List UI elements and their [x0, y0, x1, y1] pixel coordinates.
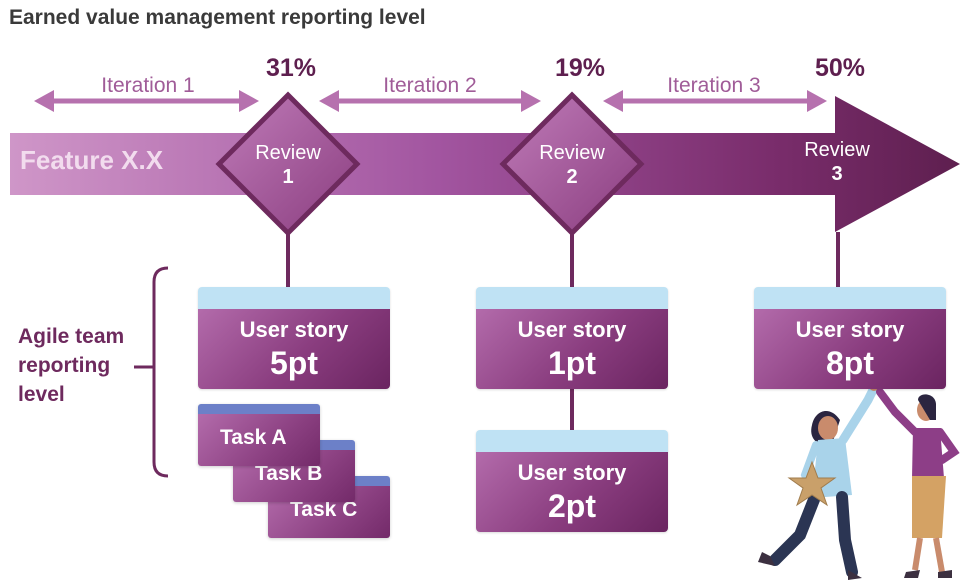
review-1-percentage: 31%	[265, 54, 317, 82]
user-story-1-points: 5pt	[270, 345, 318, 381]
review-diamond-2	[499, 91, 645, 237]
review-1-title: Review	[255, 142, 321, 164]
iteration-arrow-3	[603, 90, 827, 112]
review-3-number: 3	[831, 163, 843, 185]
iteration-1-label: Iteration 1	[101, 74, 195, 97]
user-story-4-label: User story	[517, 460, 627, 485]
agile-label-line-1: Agile team	[18, 325, 125, 348]
agile-team-level-label: Agile team reporting level	[18, 322, 124, 409]
agile-label-line-2: reporting	[18, 354, 111, 377]
user-story-2-label: User story	[517, 317, 627, 342]
review-1-label: Review 1	[228, 141, 348, 189]
celebrating-people-illustration	[758, 381, 960, 580]
review-3-label: Review 3	[777, 138, 897, 186]
feature-label: Feature X.X	[20, 145, 164, 175]
task-a-label: Task A	[198, 414, 320, 466]
review-2-label: Review 2	[512, 141, 632, 189]
iteration-3-label: Iteration 3	[667, 74, 761, 97]
review-1-number: 1	[282, 166, 294, 188]
diagram-title: Earned value management reporting level	[9, 6, 426, 29]
review-2-number: 2	[566, 166, 578, 188]
user-story-card-2: User story 1pt	[476, 287, 668, 389]
user-story-1-label: User story	[239, 317, 349, 342]
task-card-a: Task A	[198, 404, 320, 466]
level-bracket	[152, 266, 169, 478]
iteration-arrow-2	[319, 90, 541, 112]
iteration-2-label: Iteration 2	[383, 74, 477, 97]
user-story-2-points: 1pt	[548, 345, 596, 381]
user-story-3-points: 8pt	[826, 345, 874, 381]
user-story-4-points: 2pt	[548, 488, 596, 524]
review-2-percentage: 19%	[554, 54, 606, 82]
user-story-card-3: User story 8pt	[754, 287, 946, 389]
agile-label-line-3: level	[18, 383, 65, 406]
user-story-card-1: User story 5pt	[198, 287, 390, 389]
review-2-title: Review	[539, 142, 605, 164]
review-diamond-1	[215, 91, 361, 237]
iteration-arrow-1	[34, 90, 259, 112]
review-3-percentage: 50%	[814, 54, 866, 82]
user-story-3-label: User story	[795, 317, 905, 342]
review-3-title: Review	[804, 139, 870, 161]
feature-arrow	[10, 96, 960, 232]
user-story-card-4: User story 2pt	[476, 430, 668, 532]
